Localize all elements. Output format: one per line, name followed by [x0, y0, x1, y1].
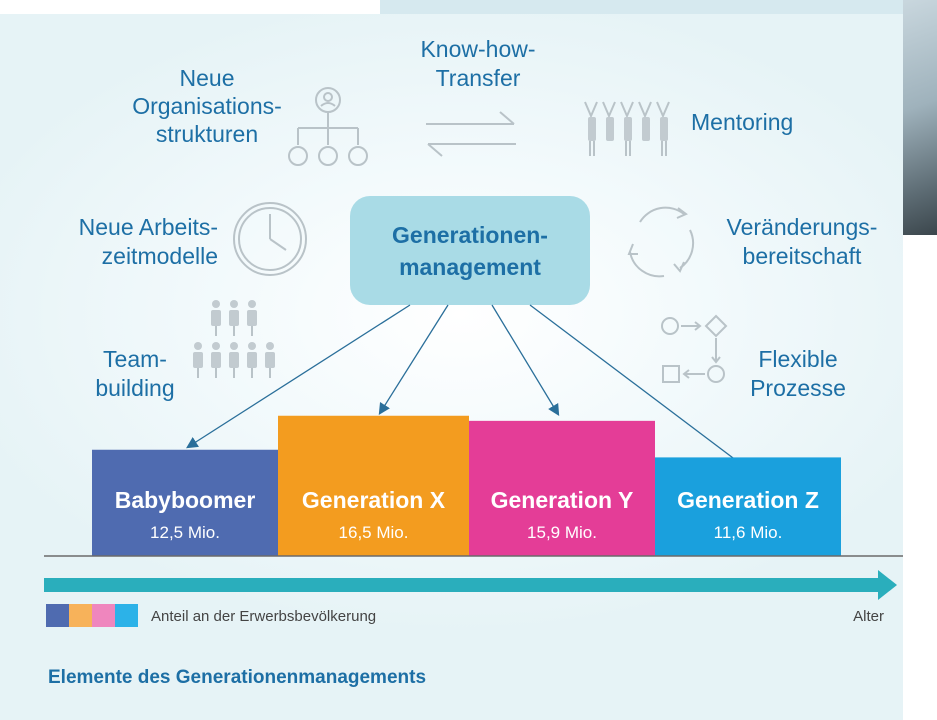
connector-arrows — [186, 304, 751, 472]
photo-edge — [903, 0, 937, 235]
connector-generation-z — [529, 304, 751, 472]
center-label-line2: management — [399, 254, 541, 280]
element-org-structures: Neue Organisations- strukturen — [132, 65, 282, 147]
photo-background — [380, 0, 937, 14]
generation-value-4: 11,6 Mio. — [714, 523, 783, 542]
org-label-line2: Organisations- — [132, 93, 282, 119]
connector-babyboomer — [186, 304, 411, 449]
generation-bar-3 — [469, 420, 655, 556]
generation-name-1: Babyboomer — [115, 487, 256, 513]
veraenderung-label-line1: Veränderungs- — [727, 214, 878, 240]
generation-value-3: 15,9 Mio. — [527, 523, 597, 542]
center-box: Generationen- management — [350, 196, 590, 305]
caption: Elemente des Generationenmanagements — [48, 667, 426, 688]
age-axis-arrow — [44, 570, 897, 600]
diagram-panel — [0, 14, 903, 720]
process-flow-icon — [661, 314, 728, 383]
clock-icon — [233, 202, 307, 276]
veraenderung-label-line2: bereitschaft — [743, 243, 863, 269]
top-background — [0, 0, 380, 14]
org-label-line1: Neue — [180, 65, 235, 91]
center-label-line1: Generationen- — [392, 222, 548, 248]
knowhow-label-line1: Know-how- — [420, 36, 535, 62]
connector-generation-y — [491, 304, 560, 417]
connector-generation-x — [378, 304, 449, 415]
arbeitszeit-label-line2: zeitmodelle — [102, 243, 218, 269]
generation-value-2: 16,5 Mio. — [339, 523, 409, 542]
org-chart-icon — [288, 87, 368, 166]
generation-bar-2 — [278, 415, 469, 556]
element-arbeitszeitmodelle: Neue Arbeits- zeitmodelle — [79, 214, 218, 269]
org-label-line3: strukturen — [156, 121, 258, 147]
legend-label: Anteil an der Erwerbsbevölkerung — [151, 608, 376, 625]
axis-label-alter: Alter — [853, 608, 884, 625]
exchange-arrows-icon — [426, 111, 516, 157]
element-teambuilding: Team- building — [95, 346, 174, 401]
element-veraenderungsbereitschaft: Veränderungs- bereitschaft — [727, 214, 878, 269]
arbeitszeit-label-line1: Neue Arbeits- — [79, 214, 218, 240]
teambuilding-label-line1: Team- — [103, 346, 167, 372]
generation-bar-4 — [655, 457, 841, 556]
legend-swatch-4 — [115, 604, 138, 627]
generation-bar-1 — [92, 449, 278, 556]
element-knowhow-transfer: Know-how- Transfer — [420, 36, 535, 91]
legend-swatch-1 — [46, 604, 69, 627]
mentoring-people-icon — [584, 101, 670, 156]
legend-swatches — [46, 604, 138, 627]
generation-bars: Babyboomer 12,5 Mio. Generation X 16,5 Mio.… — [92, 415, 841, 556]
prozesse-label-line2: Prozesse — [750, 375, 846, 401]
generation-name-4: Generation Z — [677, 487, 819, 513]
legend-swatch-2 — [69, 604, 92, 627]
generation-name-3: Generation Y — [491, 487, 634, 513]
element-flexible-prozesse: Flexible Prozesse — [750, 346, 846, 401]
team-people-icon — [193, 300, 275, 378]
legend-swatch-3 — [92, 604, 115, 627]
generation-name-2: Generation X — [302, 487, 446, 513]
knowhow-label-line2: Transfer — [436, 65, 521, 91]
mentoring-label: Mentoring — [691, 109, 793, 135]
teambuilding-label-line2: building — [95, 375, 174, 401]
generation-value-1: 12,5 Mio. — [150, 523, 220, 542]
cycle-arrows-icon — [627, 206, 695, 278]
prozesse-label-line1: Flexible — [758, 346, 837, 372]
